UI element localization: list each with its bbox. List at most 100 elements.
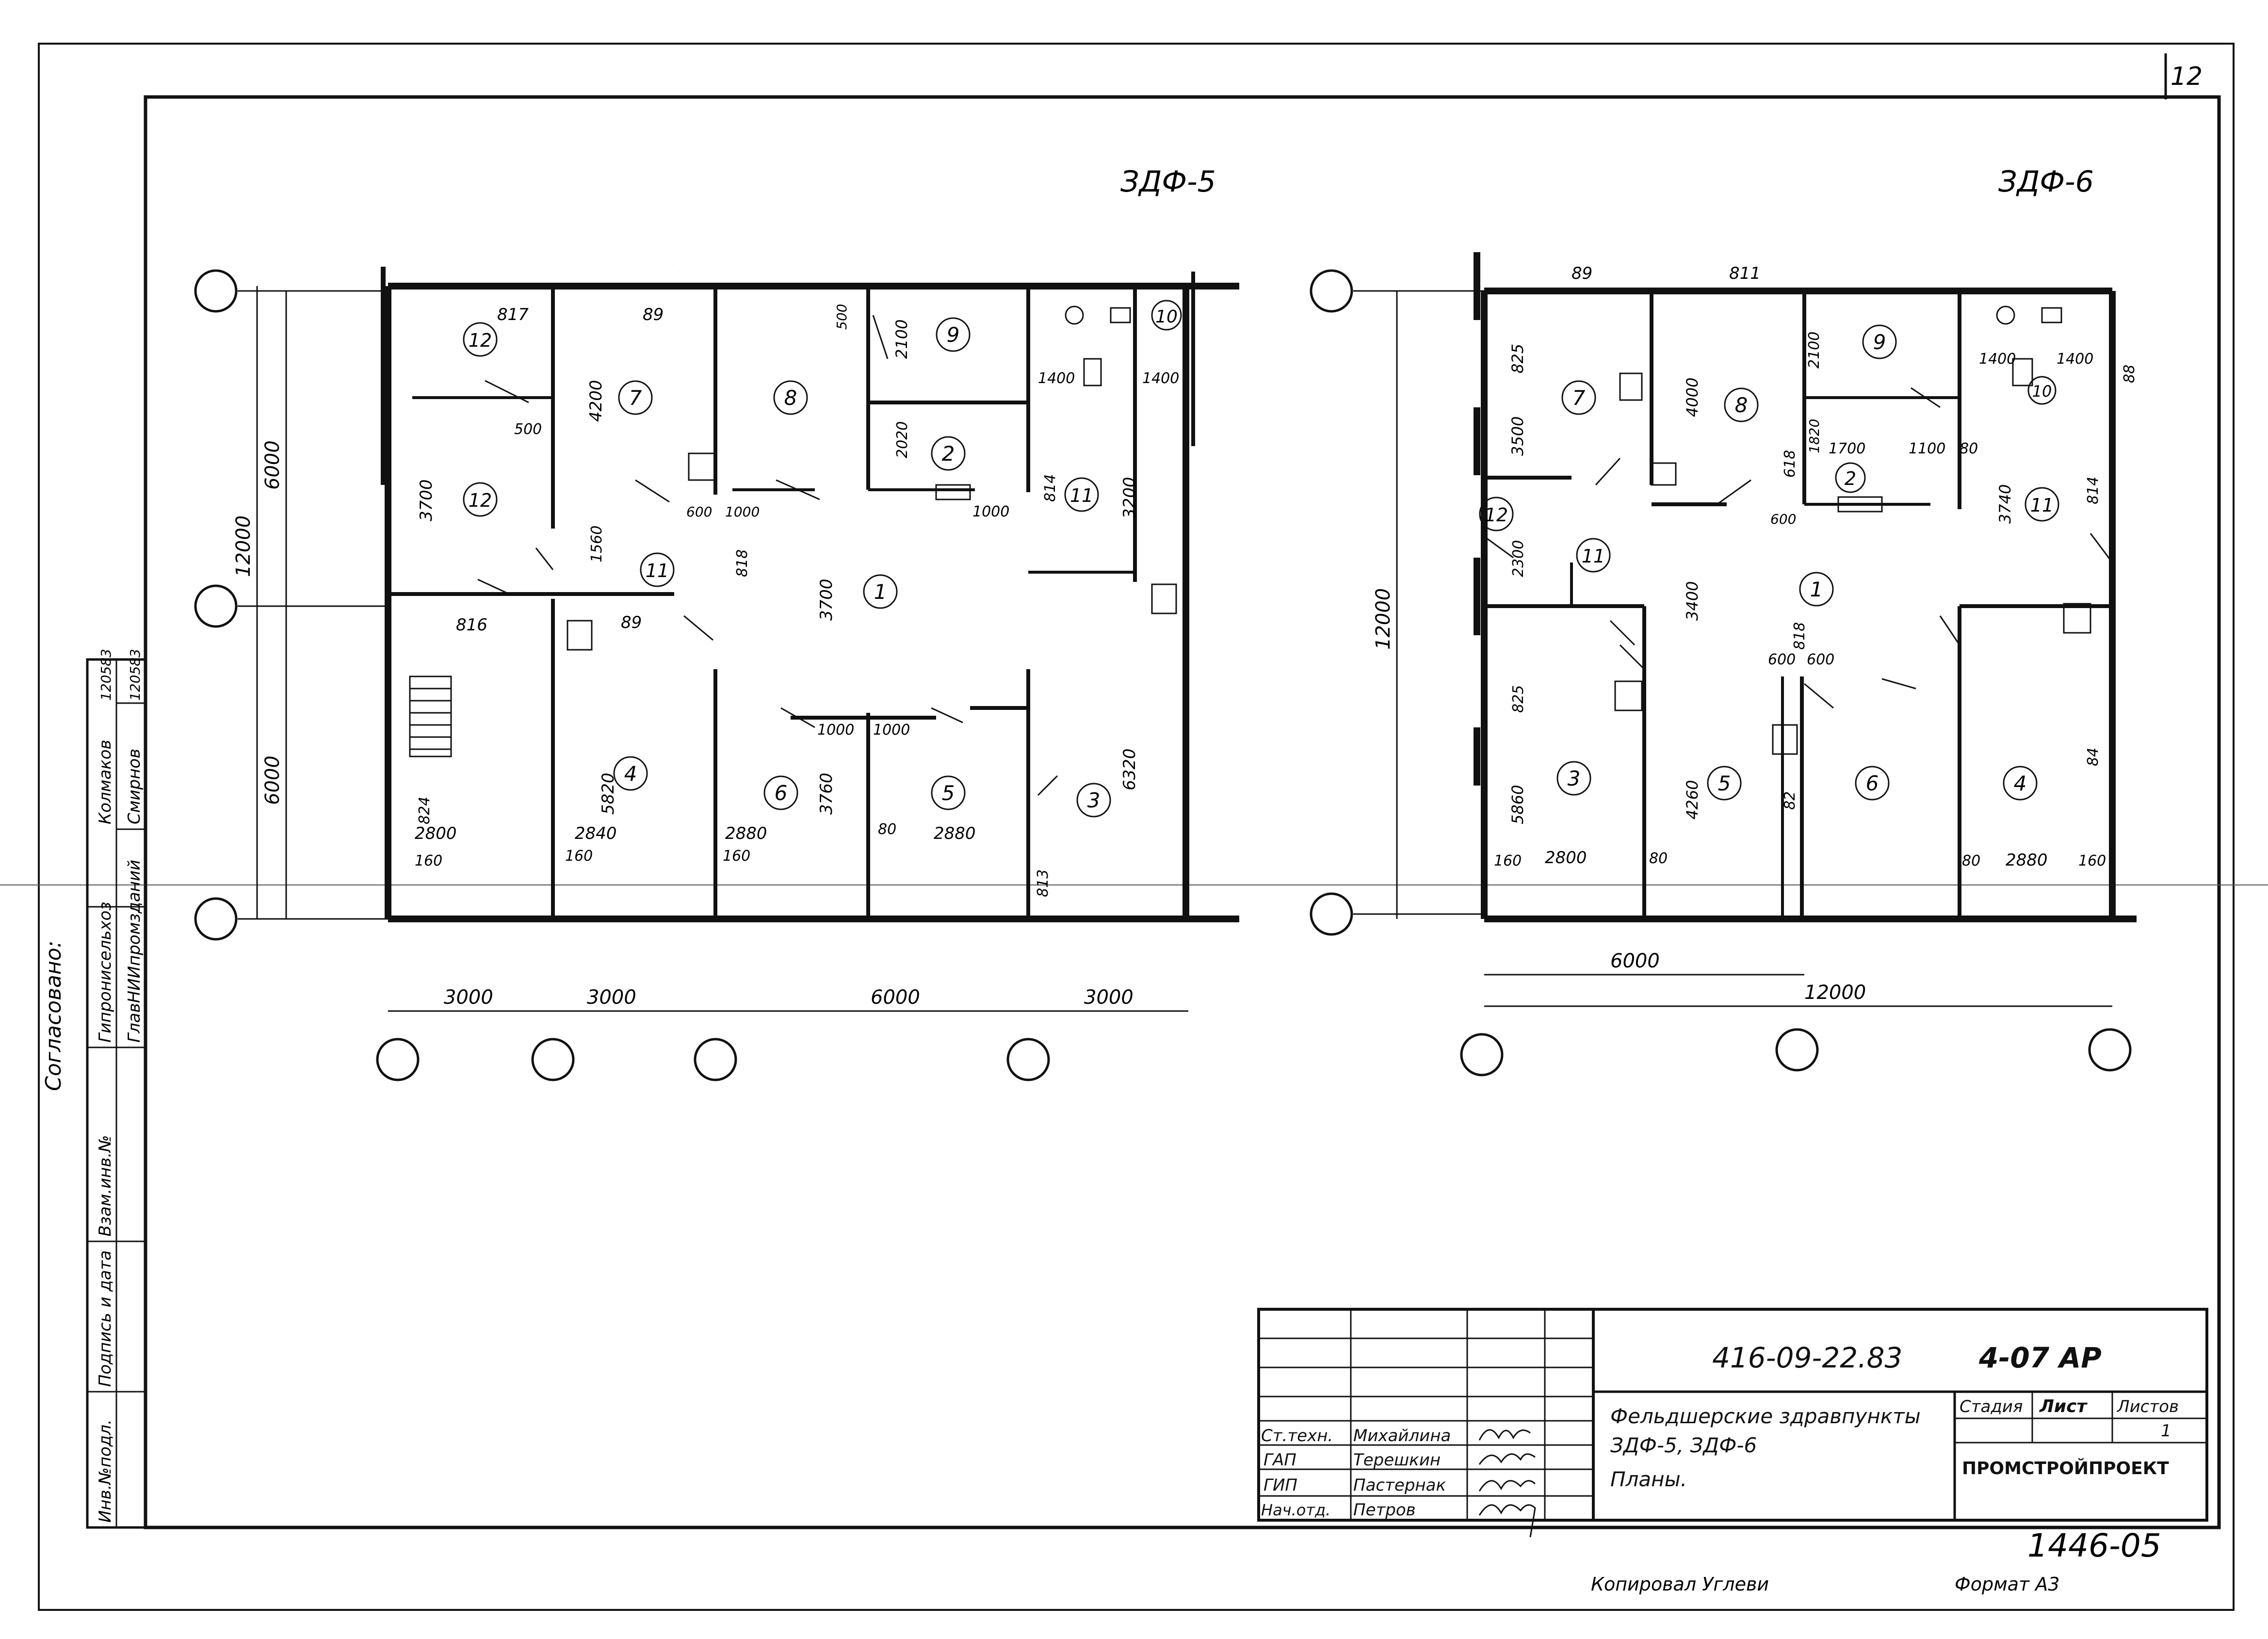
zdf5-dim: 1000 [873,722,910,739]
approval-stamp: Согласовано: Гипронисельхоз ГлавНИИпромз… [41,649,147,1529]
stamp-col-replaces: Взам.инв.№ [96,1135,115,1237]
role-1-name: Михайлина [1353,1426,1451,1446]
title-block [1257,1308,2208,1522]
zdf6-dim: 89 [1571,264,1592,283]
zdf5-dim: 160 [723,848,750,865]
zdf6-inner-dims-vertical: 825 3500 4000 618 2100 1820 3740 814 88 … [1508,332,2138,824]
zdf5-room-8: 8 [784,386,797,410]
zdf5-room-11a: 11 [1070,485,1093,506]
stage-label: Стадия [1960,1397,2023,1416]
zdf5-dim: 1560 [588,526,605,562]
zdf6-room-6: 6 [1866,771,1879,795]
zdf5-dim: 6320 [1120,748,1139,790]
zdf5-dim: 3760 [817,772,836,815]
axis-circle-36 [2088,1028,2132,1072]
zdf6-room-12: 12 [1485,504,1508,526]
zdf5-dim: 80 [878,821,896,838]
zdf5-dim: 3700 [817,578,836,621]
zdf5-dim: 600 [686,504,712,520]
zdf5-dim: 824 [416,797,433,824]
zdf6-dim: 1700 [1829,440,1865,457]
zdf6-dim: 160 [2078,852,2106,869]
zdf5-inner-dims-vertical: 4200 3700 1560 818 2020 814 3200 3700 21… [416,304,1139,897]
stamp-col-signature: Подпись и дата [96,1250,115,1387]
axis-circle-a6 [1310,269,1353,313]
zdf5-room-9: 9 [947,323,960,347]
zdf6-dim: 1100 [1909,440,1945,457]
staircase [409,675,452,757]
sheet-label: Лист [2039,1397,2088,1416]
zdf6-dim: 1400 [1979,351,2016,368]
zdf6-dim: 80 [1649,850,1668,867]
zdf5-dim-bottom-1: 3000 [444,986,493,1009]
zdf6-dim: 3400 [1683,581,1701,621]
zdf5-room-12b: 12 [469,490,492,511]
role-2: ГАП [1264,1450,1296,1470]
zdf5-dim: 3200 [1120,477,1139,519]
axis-circle-16 [1460,1033,1504,1077]
drawing-code: 416-09-22.83 [1712,1341,1902,1374]
zdf5-axis-markers [194,269,1050,1081]
axis-circle-b [194,584,238,628]
zdf6-dimension-lines [1353,290,2112,1007]
role-2-name: Терешкин [1353,1450,1441,1470]
zdf5-dim: 1000 [725,504,760,520]
zdf5-room-3: 3 [1087,788,1101,812]
zdf6-dim: 2300 [1510,540,1527,577]
zdf6-room-markers [1479,324,2059,801]
zdf6-room-7: 7 [1572,386,1586,410]
zdf5-dim: 2840 [575,824,617,843]
role-3: ГИП [1264,1476,1297,1495]
zdf5-room-11b: 11 [646,560,669,581]
zdf5-room-11c: 11 [679,271,680,272]
inventory-number: 1446-05 [2027,1527,2161,1564]
zdf6-dim: 814 [2085,477,2102,504]
zdf6-dim: 2880 [2006,851,2048,870]
plan-zdf5-title: ЗДФ-5 [1120,165,1216,199]
plan-zdf6-title: ЗДФ-6 [1998,165,2094,199]
stamp-person-1-date: 120583 [98,649,114,701]
sheet-format: Формат А3 [1955,1574,2059,1595]
zdf5-dim: 1400 [1142,370,1179,387]
axis-circle-3 [694,1038,737,1081]
zdf5-dim: 89 [643,305,664,324]
zdf6-dim: 80 [1962,852,1980,869]
stamp-person-2-date: 120583 [127,649,143,701]
axis-circle-2 [531,1038,575,1081]
zdf6-dim: 825 [1510,685,1527,713]
zdf6-room-1: 1 [1810,578,1823,601]
sheet-frames [38,43,2235,1611]
zdf5-dim: 1000 [972,503,1009,520]
stamp-person-2: Смирнов [125,749,144,824]
zdf6-dim: 1400 [2057,351,2093,368]
zdf5-room-markers [463,300,1182,818]
sheets-label: Листов [2116,1397,2179,1416]
zdf6-dim: 818 [1791,622,1808,650]
zdf6-room-3: 3 [1568,767,1581,790]
zdf5-walls [381,267,1239,922]
zdf6-room-10: 10 [2032,382,2052,401]
zdf5-room-4: 4 [624,762,637,786]
project-title-line2: ЗДФ-5, ЗДФ-6 [1610,1433,1757,1457]
zdf5-room-10: 10 [1155,307,1178,327]
zdf6-axis-markers [1310,269,2132,1077]
project-title-line1: Фельдшерские здравпункты [1610,1404,1921,1428]
role-1: Ст.техн. [1261,1426,1333,1446]
zdf5-dim-left-upper: 6000 [261,440,284,490]
zdf5-dim: 160 [565,848,593,865]
copied-by: Копировал Углеви [1591,1574,1769,1595]
zdf5-dim: 500 [514,421,542,438]
signatures [1478,1429,1536,1538]
zdf5-dim-bottom-2: 3000 [587,986,636,1009]
zdf5-dim: 5820 [599,772,618,815]
zdf6-dim: 2800 [1545,848,1587,868]
zdf6-fixtures [1614,305,2091,755]
zdf6-dim: 160 [1494,852,1522,869]
zdf5-dim: 4200 [586,380,606,422]
zdf6-room-4: 4 [2014,771,2027,795]
organization-name: ПРОМСТРОЙПРОЕКТ [1962,1458,2169,1478]
zdf6-dim-bottom-6000: 6000 [1610,950,1660,972]
zdf6-dim-bottom-12000: 12000 [1804,981,1866,1004]
zdf5-dim: 816 [456,615,487,635]
